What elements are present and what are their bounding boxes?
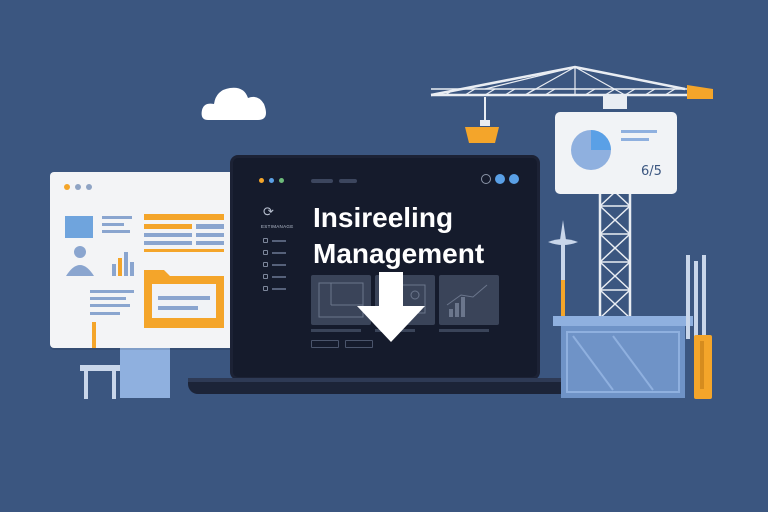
pie-chart-icon [571,130,657,170]
sidebar-item[interactable] [263,238,286,243]
top-bar-item [339,179,357,183]
left-monitor-content [65,214,224,348]
sidebar-item[interactable] [263,274,286,279]
tools-icon [686,255,712,399]
person-icon [66,246,94,276]
card-caption [439,329,489,332]
page-title-line2: Management [313,238,485,269]
sidebar-item[interactable] [263,262,286,267]
avatar[interactable] [495,174,505,184]
app-logo-icon: ⟳ [263,204,274,219]
laptop-base [188,378,583,394]
sidebar-title: ESTIMANAGE [261,224,294,229]
chart-board-label: 6/5 [641,164,662,179]
stool-icon [80,365,120,399]
footer-button[interactable] [345,340,373,348]
top-bar-item [311,179,333,183]
drill-icon [548,220,578,316]
card-blueprint[interactable] [311,275,371,325]
sidebar-item[interactable] [263,250,286,255]
window-dots [259,178,284,183]
laptop-hinge [188,378,583,382]
card-chart[interactable] [439,275,499,325]
monitor-stand [120,348,170,398]
avatar[interactable] [509,174,519,184]
crate [553,316,693,398]
card-caption [311,329,361,332]
download-arrow-icon[interactable] [353,272,429,344]
folder-icon [144,270,224,328]
chart-board: 6/5 [555,112,677,194]
window-dots [64,184,92,190]
sidebar-item[interactable] [263,286,286,291]
laptop-screen: ⟳ ESTIMANAGE Insireeling Management [230,155,540,380]
page-title-line1: Insireeling [313,202,454,233]
crane-icon [430,65,713,143]
cloud-icon [201,87,266,120]
footer-button[interactable] [311,340,339,348]
search-icon[interactable] [481,174,491,184]
left-monitor [50,172,235,348]
